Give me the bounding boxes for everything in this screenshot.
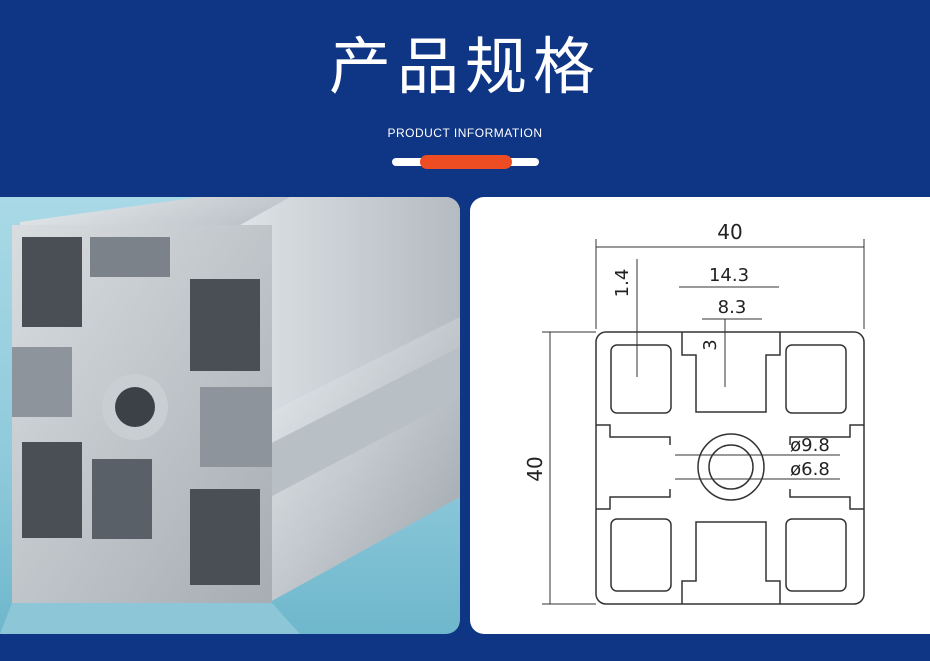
dim-height-label: 40: [523, 456, 547, 481]
dim-width-label: 40: [717, 220, 742, 244]
dim-bore-outer-label: ø9.8: [790, 435, 830, 456]
profile-cross-section: 40 40 14.3 8.3 1.4 3 ø9.8 ø6.8: [523, 220, 865, 605]
dim-slot-outer-label: 14.3: [709, 265, 749, 286]
title-underline-accent: [420, 155, 512, 169]
dim-bore-inner-label: ø6.8: [790, 459, 830, 480]
dim-wall-label: 1.4: [612, 269, 633, 298]
page-title: 产品规格: [328, 30, 601, 103]
page-subtitle: PRODUCT INFORMATION: [387, 126, 543, 140]
dim-depth-label: 3: [700, 339, 721, 350]
profile-outline: [595, 331, 865, 605]
dim-slot-inner-label: 8.3: [718, 297, 747, 318]
aluminum-profile-image: [0, 197, 460, 634]
product-photo: [0, 197, 460, 634]
technical-drawing: 40 40 14.3 8.3 1.4 3 ø9.8 ø6.8: [470, 197, 930, 634]
